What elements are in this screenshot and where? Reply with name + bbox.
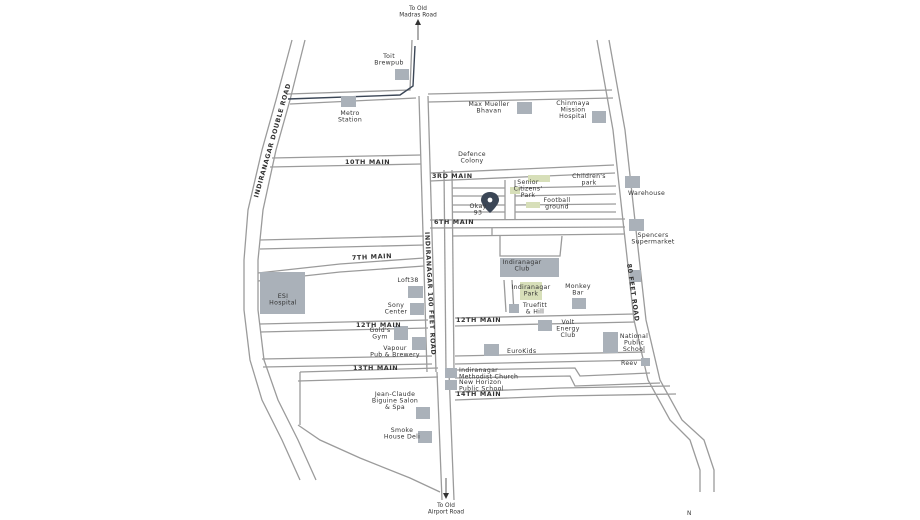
truefit-label: Truefitt& Hill	[522, 302, 548, 316]
road-network	[243, 39, 715, 501]
vapour-building	[412, 337, 426, 350]
methodist-building	[445, 368, 457, 378]
golds-building	[394, 326, 408, 340]
loft38-label: Loft38	[397, 277, 418, 284]
double-road-label: INDIRANAGAR DOUBLE ROAD	[252, 82, 292, 198]
warehouse-label: Warehouse	[628, 190, 665, 197]
south-arrow	[443, 478, 449, 499]
metro-building	[341, 96, 356, 107]
twelfth-main-right-label: 12TH MAIN	[456, 316, 501, 324]
loft38-building	[408, 286, 423, 298]
parks	[510, 175, 550, 300]
third-main-label: 3RD MAIN	[432, 172, 473, 180]
thirteenth-main-label: 13TH MAIN	[353, 364, 398, 372]
truefit-building	[509, 304, 519, 313]
new-horizon-building	[445, 380, 457, 390]
reev-building	[641, 358, 650, 366]
compass-label: N	[687, 511, 691, 517]
fourteenth-main-label: 14TH MAIN	[456, 390, 501, 398]
football-ground-area	[526, 202, 540, 208]
esi-hospital-building	[260, 272, 305, 314]
tenth-main-label: 10TH MAIN	[345, 158, 390, 166]
spencers-building	[629, 219, 644, 231]
national-building	[603, 332, 618, 353]
seventh-main-label: 7TH MAIN	[352, 252, 393, 262]
sony-building	[410, 303, 424, 315]
buildings	[260, 69, 650, 443]
senior-park-area	[510, 187, 520, 194]
reev-label: Reev	[621, 360, 638, 367]
eighty-feet-building	[630, 270, 641, 282]
twelfth-main-left-label: 12TH MAIN	[356, 321, 401, 329]
jean-claude-building	[416, 407, 430, 419]
monkey-bar-building	[572, 298, 586, 309]
location-marker[interactable]	[481, 192, 499, 213]
warehouse-building	[625, 176, 640, 188]
north-arrow	[415, 19, 421, 40]
smoke-house-building	[418, 431, 432, 443]
indiranagar-club-building	[500, 258, 559, 277]
max-mueller-building	[517, 102, 532, 114]
volt-building	[538, 320, 552, 331]
eurokids-building	[484, 344, 499, 356]
childrens-park-area	[528, 175, 550, 182]
chinmaya-building	[592, 111, 606, 123]
toit-building	[395, 69, 409, 80]
eurokids-label: EuroKids	[507, 348, 536, 355]
sixth-main-label: 6TH MAIN	[434, 218, 474, 226]
indiranagar-park-area	[520, 282, 542, 300]
